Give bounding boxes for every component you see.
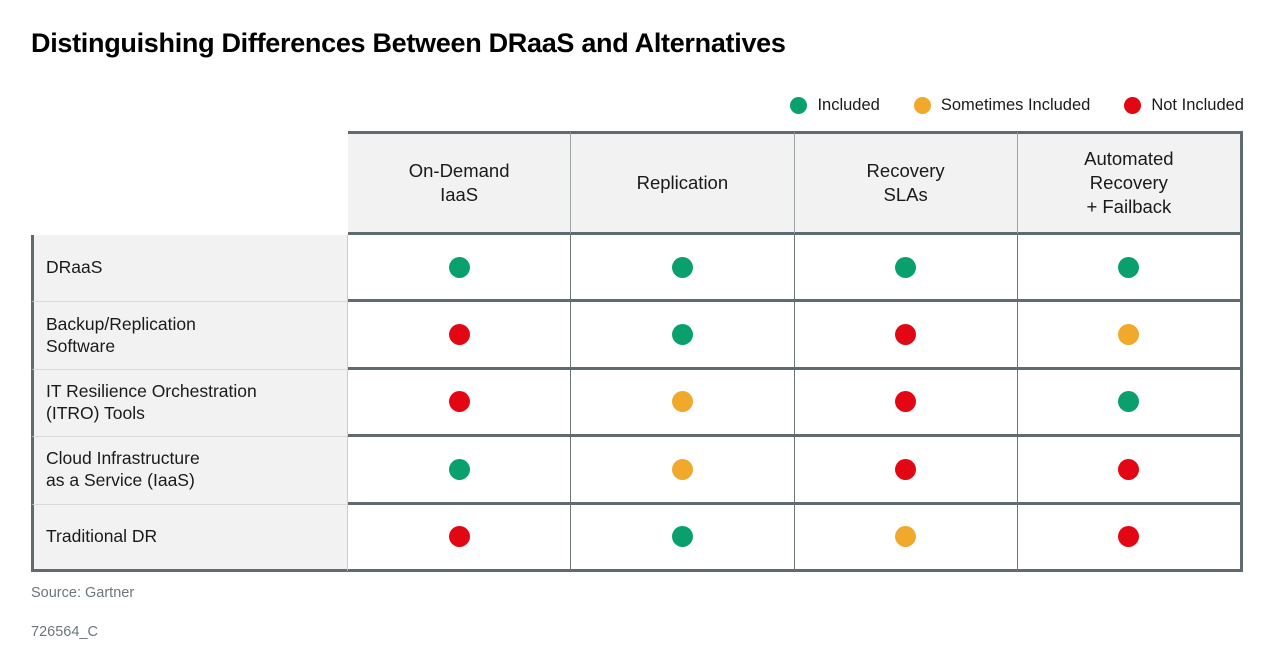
status-dot-not-included-icon	[448, 391, 470, 413]
status-dot-not-included-icon	[1118, 458, 1140, 480]
status-dot-not-included-icon	[895, 391, 917, 413]
matrix-cell-r1-c0	[348, 302, 572, 370]
legend: Included Sometimes Included Not Included	[790, 96, 1244, 115]
matrix-cell-r1-c1	[571, 302, 795, 370]
status-dot-included-icon	[448, 256, 470, 278]
status-dot-not-included-icon	[895, 324, 917, 346]
column-header-text: Recovery	[866, 160, 945, 182]
status-dot-not-included-icon	[448, 324, 470, 346]
legend-item-included: Included	[790, 96, 880, 115]
status-dot-sometimes-icon	[1118, 324, 1140, 346]
row-header-0: DRaaS	[31, 235, 348, 303]
table-row: DRaaS	[31, 235, 1243, 303]
column-header-text: On-Demand	[408, 160, 510, 182]
column-header-text: Replication	[636, 172, 729, 194]
status-dot-not-included-icon	[1118, 526, 1140, 548]
matrix-cell-r2-c2	[794, 369, 1018, 438]
status-dot-included-icon	[671, 256, 693, 278]
row-header-text: IT Resilience Orchestration	[46, 381, 257, 402]
matrix-cell-r1-c3	[1017, 302, 1243, 370]
row-header-text: DRaaS	[46, 257, 103, 278]
matrix-cell-r3-c1	[571, 437, 795, 505]
matrix-cell-r3-c0	[348, 437, 572, 505]
legend-dot-included-icon	[790, 97, 808, 114]
matrix-cell-r4-c1	[571, 504, 795, 572]
matrix-cell-r0-c0	[348, 235, 572, 303]
matrix-cell-r4-c2	[794, 504, 1018, 572]
matrix-cell-r3-c2	[794, 437, 1018, 505]
status-dot-included-icon	[448, 458, 470, 480]
legend-item-sometimes: Sometimes Included	[913, 96, 1091, 115]
column-header-text: Recovery	[1089, 172, 1168, 194]
status-dot-included-icon	[671, 324, 693, 346]
table-row: Traditional DR	[31, 504, 1243, 572]
matrix-cell-r2-c0	[348, 369, 572, 438]
row-header-text: as a Service (IaaS)	[46, 470, 195, 491]
matrix-cell-r2-c3	[1017, 369, 1243, 438]
row-header-text: Backup/Replication	[46, 313, 196, 334]
column-header-1: Replication	[571, 131, 795, 235]
row-header-text: Software	[46, 335, 116, 356]
status-dot-included-icon	[1118, 391, 1140, 413]
matrix-cell-r2-c1	[571, 369, 795, 438]
source-note: Source: Gartner	[31, 585, 135, 601]
page-title: Distinguishing Differences Between DRaaS…	[31, 28, 786, 58]
legend-dot-sometimes-icon	[913, 97, 931, 114]
row-header-text: Traditional DR	[46, 525, 158, 546]
matrix-cell-r0-c3	[1017, 235, 1243, 303]
status-dot-not-included-icon	[448, 526, 470, 548]
status-dot-included-icon	[1118, 256, 1140, 278]
column-header-text: SLAs	[883, 184, 928, 205]
legend-label: Sometimes Included	[940, 96, 1091, 114]
column-header-text: + Failback	[1086, 195, 1172, 217]
matrix-cell-r0-c1	[571, 235, 795, 303]
legend-item-not-included: Not Included	[1124, 96, 1244, 115]
status-dot-sometimes-icon	[671, 391, 693, 413]
legend-label: Not Included	[1151, 96, 1244, 114]
matrix-cell-r4-c3	[1017, 504, 1243, 572]
column-header-text: Automated	[1084, 148, 1174, 170]
row-header-4: Traditional DR	[31, 504, 348, 572]
matrix-corner-cell	[31, 131, 348, 235]
table-row: IT Resilience Orchestration(ITRO) Tools	[31, 369, 1243, 438]
row-header-text: Cloud Infrastructure	[46, 448, 200, 469]
column-header-text: IaaS	[440, 184, 479, 205]
matrix-cell-r4-c0	[348, 504, 572, 572]
row-header-2: IT Resilience Orchestration(ITRO) Tools	[31, 369, 348, 438]
row-header-text: (ITRO) Tools	[46, 402, 145, 423]
matrix-cell-r1-c2	[794, 302, 1018, 370]
legend-dot-not-included-icon	[1124, 97, 1142, 114]
status-dot-sometimes-icon	[895, 526, 917, 548]
status-dot-included-icon	[895, 256, 917, 278]
legend-label: Included	[817, 96, 880, 114]
matrix-cell-r3-c3	[1017, 437, 1243, 505]
status-dot-sometimes-icon	[671, 458, 693, 480]
document-id: 726564_C	[31, 624, 98, 640]
matrix-cell-r0-c2	[794, 235, 1018, 303]
status-dot-included-icon	[671, 526, 693, 548]
status-dot-not-included-icon	[895, 458, 917, 480]
